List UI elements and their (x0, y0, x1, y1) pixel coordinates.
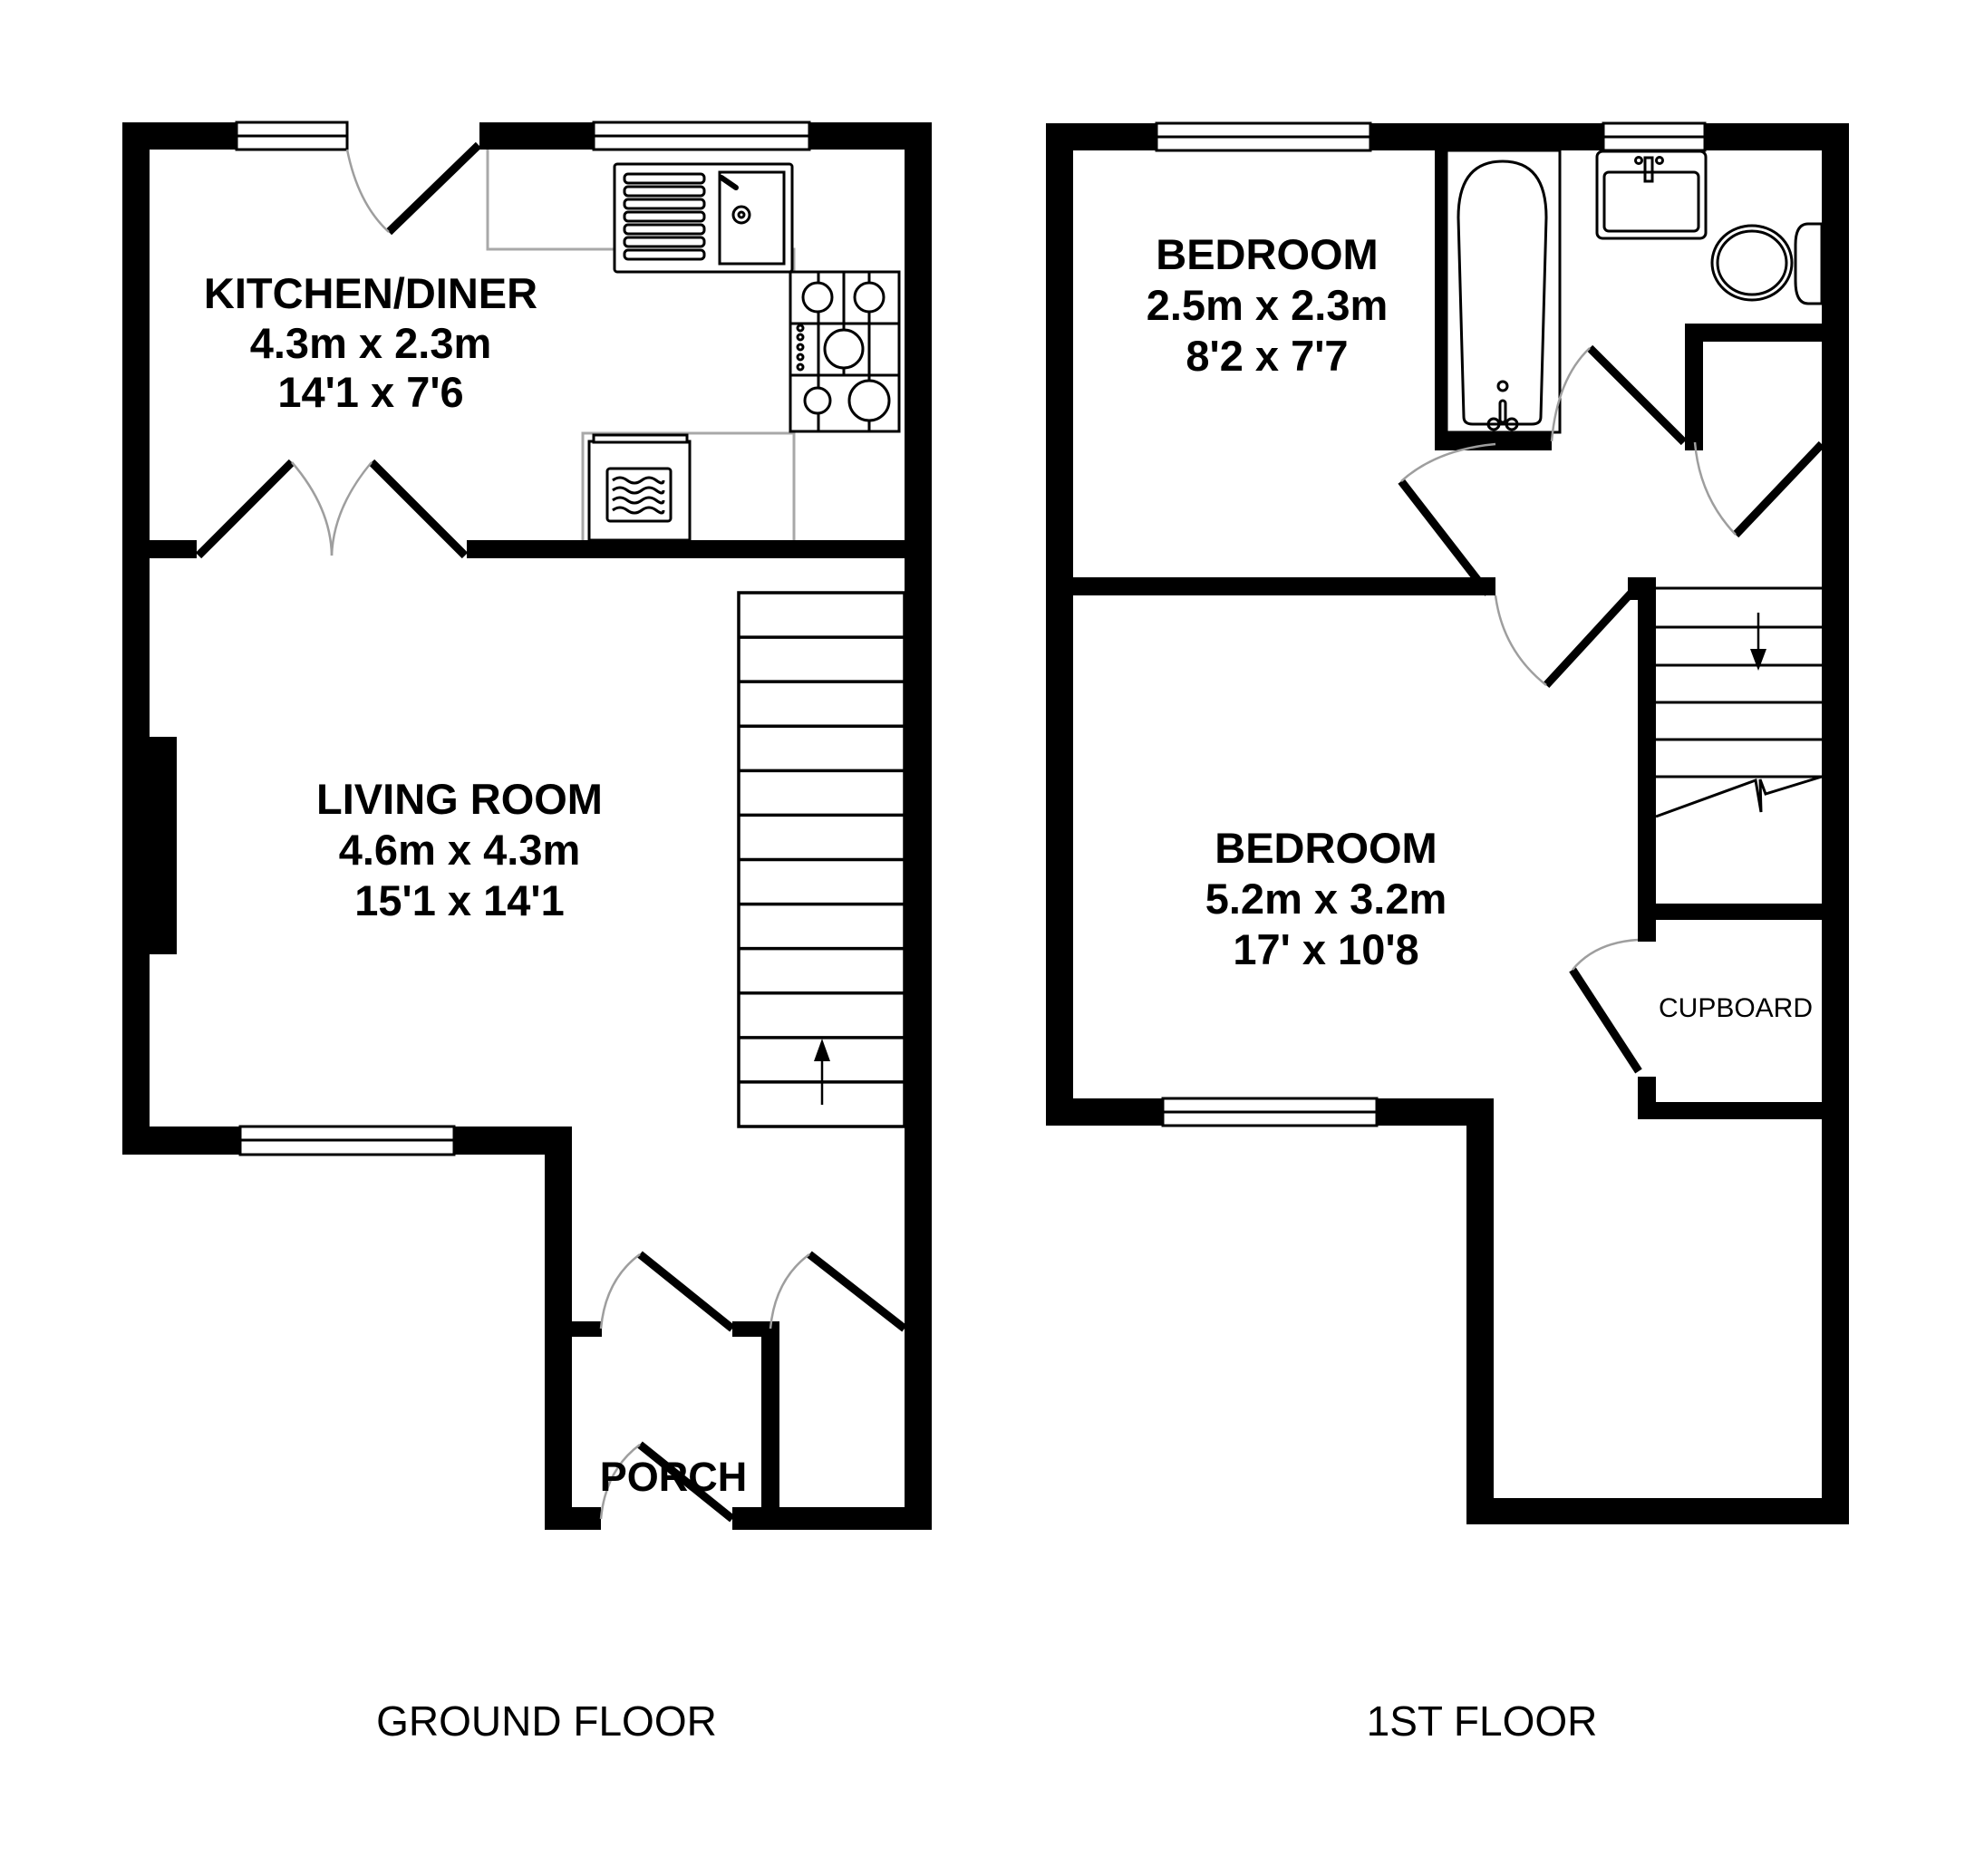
living-room-metric: 4.6m x 4.3m (339, 826, 581, 874)
bedroom-1-metric: 2.5m x 2.3m (1147, 281, 1389, 329)
chimney-breast (150, 737, 177, 954)
wc-cupboard-door (1693, 440, 1825, 538)
porch-inner-door (599, 1251, 735, 1332)
bedroom-1-window (1155, 121, 1372, 152)
kitchen-metric: 4.3m x 2.3m (250, 319, 492, 367)
porch-label: PORCH (600, 1454, 748, 1500)
kitchen-window-left (235, 121, 349, 151)
front-door (599, 1441, 735, 1523)
bedroom-1-door (1398, 442, 1496, 596)
stairs-up-arrow-icon (814, 1039, 830, 1061)
ground-floor-label: GROUND FLOOR (376, 1697, 717, 1745)
first-floor-plan: BEDROOM 2.5m x 2.3m 8'2 x 7'7 BEDROOM 5.… (1046, 121, 1849, 1745)
cupboard-label: CUPBOARD (1659, 993, 1813, 1023)
bedroom-1-label: BEDROOM (1156, 230, 1378, 278)
cupboard-door (1569, 938, 1642, 1074)
wash-basin-icon (1595, 150, 1708, 240)
gas-hob-icon (789, 270, 901, 433)
kitchen-back-door (345, 141, 482, 236)
first-floor-stairs (1655, 586, 1823, 818)
ground-floor-stairs (737, 591, 906, 1128)
bathroom-door (1550, 344, 1688, 446)
first-floor-walls (1046, 123, 1849, 1524)
first-floor-label: 1ST FLOOR (1367, 1697, 1598, 1745)
ground-floor-walls (122, 122, 932, 1530)
living-room-label: LIVING ROOM (316, 775, 603, 823)
kitchen-imperial: 14'1 x 7'6 (277, 368, 463, 416)
bathroom-window (1602, 121, 1707, 152)
living-room-window (238, 1125, 456, 1156)
bedroom-1-imperial: 8'2 x 7'7 (1186, 332, 1348, 380)
ground-floor-plan: KITCHEN/DINER 4.3m x 2.3m 14'1 x 7'6 LIV… (122, 121, 932, 1745)
bedroom-2-imperial: 17' x 10'8 (1233, 925, 1418, 973)
toilet-icon (1710, 222, 1824, 305)
bedroom-2-door (1494, 589, 1635, 689)
stairs-down-arrow-icon (1750, 649, 1766, 671)
kitchen-window-right (592, 121, 811, 151)
bedroom-2-metric: 5.2m x 3.2m (1205, 875, 1447, 923)
bathtub-icon (1445, 149, 1562, 434)
living-room-imperial: 15'1 x 14'1 (354, 876, 564, 924)
kitchen-sink-icon (613, 162, 794, 274)
bedroom-2-label: BEDROOM (1215, 824, 1437, 872)
washing-machine-icon (587, 433, 692, 542)
bedroom-2-window (1161, 1097, 1379, 1127)
kitchen-double-door (195, 459, 469, 559)
cupboard-door-ground (769, 1251, 907, 1332)
kitchen-label: KITCHEN/DINER (204, 269, 537, 317)
